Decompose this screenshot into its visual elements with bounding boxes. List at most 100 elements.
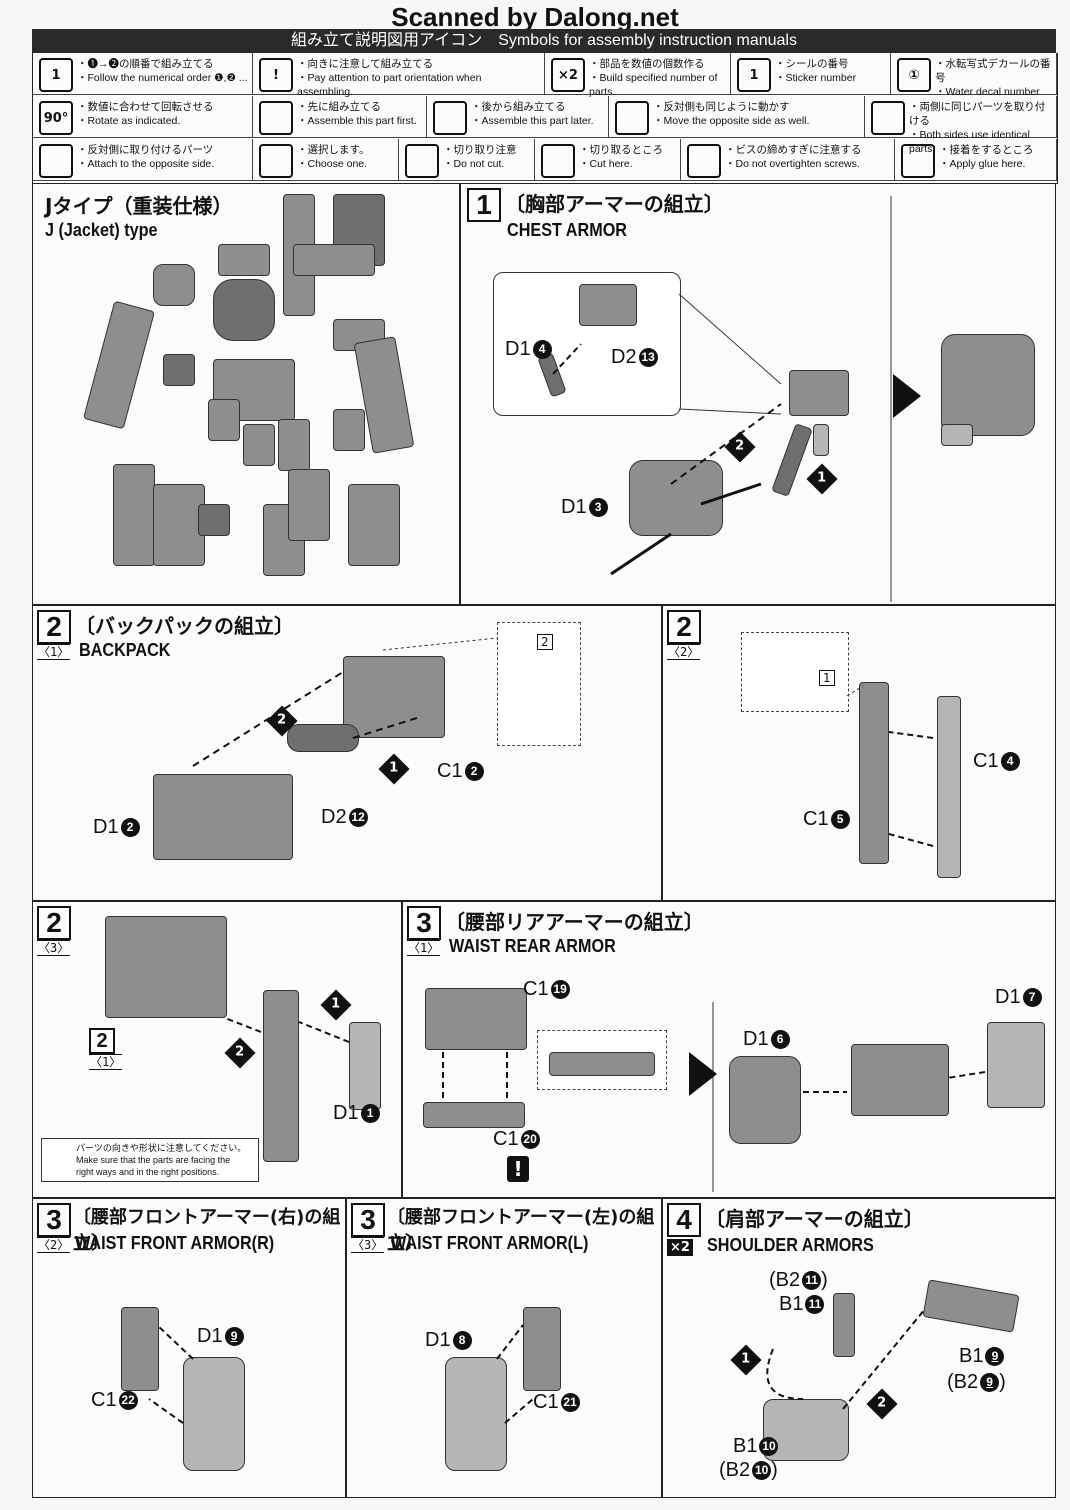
symbol-label-jp: ・反対側も同じように動かす <box>653 101 790 113</box>
symbol-label-en: ・Build specified number of parts. <box>589 72 718 98</box>
step2-3-sub: 〈3〉 <box>37 940 71 956</box>
step3-2-assembly-lines <box>148 1324 194 1424</box>
symbol-legend-item: ・切り取り注意・Do not cut. <box>399 139 535 181</box>
symbol-legend-item: ・両側に同じパーツを取り付ける・Both sides use identical… <box>865 96 1057 155</box>
symbol-legend-item: 1・シールの番号・Sticker number <box>731 53 891 95</box>
mirror-move-icon <box>615 101 649 135</box>
symbol-label-en: ・Cut here. <box>579 158 633 170</box>
symbols-header: 組み立て説明図用アイコン Symbols for assembly instru… <box>32 29 1056 53</box>
symbol-label-jp: ・後から組み立てる <box>471 101 566 113</box>
step1-title-en: CHEST ARMOR <box>507 220 628 240</box>
symbol-legend-item: 90° ・数値に合わせて回転させる・Rotate as indicated. <box>33 96 253 138</box>
symbol-label-en: ・Attach to the opposite side. <box>77 158 215 170</box>
step2-3-assembly-lines <box>224 1017 350 1043</box>
jtype-title-en: J (Jacket) type <box>45 220 158 240</box>
step-order-icon: 1 <box>39 58 73 92</box>
step1-assembly-lines <box>552 196 892 602</box>
symbol-label-jp: ・反対側に取り付けるパーツ <box>77 144 214 156</box>
symbol-legend-item: ・ビスの締めすぎに注意する・Do not overtighten screws. <box>681 139 895 181</box>
do-not-cut-icon <box>405 144 439 178</box>
jtype-panel: Jタイプ（重装仕様） J (Jacket) type <box>32 183 460 605</box>
step4-number: 4 <box>667 1203 701 1237</box>
opposite-side-icon <box>39 144 73 178</box>
step2-3-number: 2 <box>37 906 71 940</box>
rotate-icon: 90° <box>39 101 73 135</box>
symbol-label-en: ・Follow the numerical order ❶,❷ ... <box>77 72 248 84</box>
result-arrow <box>689 1052 717 1096</box>
symbol-label-en: ・Move the opposite side as well. <box>653 115 810 127</box>
step3-1-sub: 〈1〉 <box>407 940 441 956</box>
symbol-label-jp: ・向きに注意して組み立てる <box>297 58 434 70</box>
symbol-label-jp: ・水転写式デカールの番号 <box>935 58 1051 84</box>
symbol-label-jp: ・数値に合わせて回転させる <box>77 101 214 113</box>
glue-icon <box>901 144 935 178</box>
ref-step-number: 2 <box>89 1028 115 1054</box>
note-en-2: right ways and in the right positions. <box>76 1167 220 1177</box>
step3-1-number: 3 <box>407 906 441 940</box>
symbol-legend-item: 1・❶→❷の順番で組み立てる・Follow the numerical orde… <box>33 53 253 95</box>
symbol-label-en: ・Rotate as indicated. <box>77 115 181 127</box>
symbol-legend-item: !・向きに注意して組み立てる・Pay attention to part ori… <box>253 53 545 98</box>
sticker-icon: 1 <box>737 58 771 92</box>
symbols-legend: 1・❶→❷の順番で組み立てる・Follow the numerical orde… <box>32 53 1058 184</box>
screw-icon <box>687 144 721 178</box>
symbol-label-jp: ・切り取り注意 <box>443 144 517 156</box>
symbol-label-jp: ・両側に同じパーツを取り付ける <box>909 101 1046 127</box>
symbol-label-jp: ・接着をするところ <box>939 144 1034 156</box>
step2-1-number: 2 <box>37 610 71 644</box>
symbol-legend-item: ・先に組み立てる・Assemble this part first. <box>253 96 427 138</box>
step2-2-assembly-lines <box>846 685 934 847</box>
sticker-callout <box>497 622 581 746</box>
symbol-legend-item: ・反対側に取り付けるパーツ・Attach to the opposite sid… <box>33 139 253 181</box>
symbol-legend-item: ①・水転写式デカールの番号・Water decal number <box>891 53 1057 98</box>
symbol-label-en: ・Assemble this part later. <box>471 115 594 127</box>
step4-title-en: SHOULDER ARMORS <box>707 1235 874 1255</box>
ref-step-sub: 〈1〉 <box>89 1054 123 1070</box>
jtype-title-jp: Jタイプ（重装仕様） <box>45 194 233 218</box>
symbol-label-jp: ・ビスの締めすぎに注意する <box>725 144 862 156</box>
symbol-legend-item: ・後から組み立てる・Assemble this part later. <box>427 96 609 138</box>
symbol-label-en: ・Do not cut. <box>443 158 505 170</box>
symbol-label-jp: ・選択します。 <box>297 144 370 156</box>
symbol-legend-item: ・選択します。・Choose one. <box>253 139 399 181</box>
step2-1-title-en: BACKPACK <box>79 640 171 660</box>
symbol-label-en: ・Both sides use identical parts. <box>909 129 1030 155</box>
assemble-later-icon <box>433 101 467 135</box>
step1-title-jp: 〔胸部アーマーの組立〕 <box>505 192 724 216</box>
step3-3-number: 3 <box>351 1203 385 1237</box>
step4-panel: 4 ×2 〔肩部アーマーの組立〕 SHOULDER ARMORS 1 2 (B2… <box>662 1198 1056 1498</box>
step3-1-title-en: WAIST REAR ARMOR <box>449 936 616 956</box>
symbol-label-en: ・Water decal number <box>935 86 1040 98</box>
step2-1-sub: 〈1〉 <box>37 644 71 660</box>
sticker-callout <box>741 632 849 712</box>
symbol-label-en: ・Do not overtighten screws. <box>725 158 860 170</box>
orientation-warning-icon: ! <box>507 1156 529 1182</box>
symbol-label-en: ・Apply glue here. <box>939 158 1026 170</box>
step3-2-sub: 〈2〉 <box>37 1237 71 1253</box>
both-sides-icon <box>871 101 905 135</box>
symbol-label-jp: ・先に組み立てる <box>297 101 381 113</box>
step3-1-title-jp: 〔腰部リアアーマーの組立〕 <box>445 910 704 934</box>
symbol-legend-item: ×2・部品を数値の個数作る・Build specified number of … <box>545 53 731 98</box>
step4-title-jp: 〔肩部アーマーの組立〕 <box>705 1207 924 1231</box>
step2-2-number: 2 <box>667 610 701 644</box>
